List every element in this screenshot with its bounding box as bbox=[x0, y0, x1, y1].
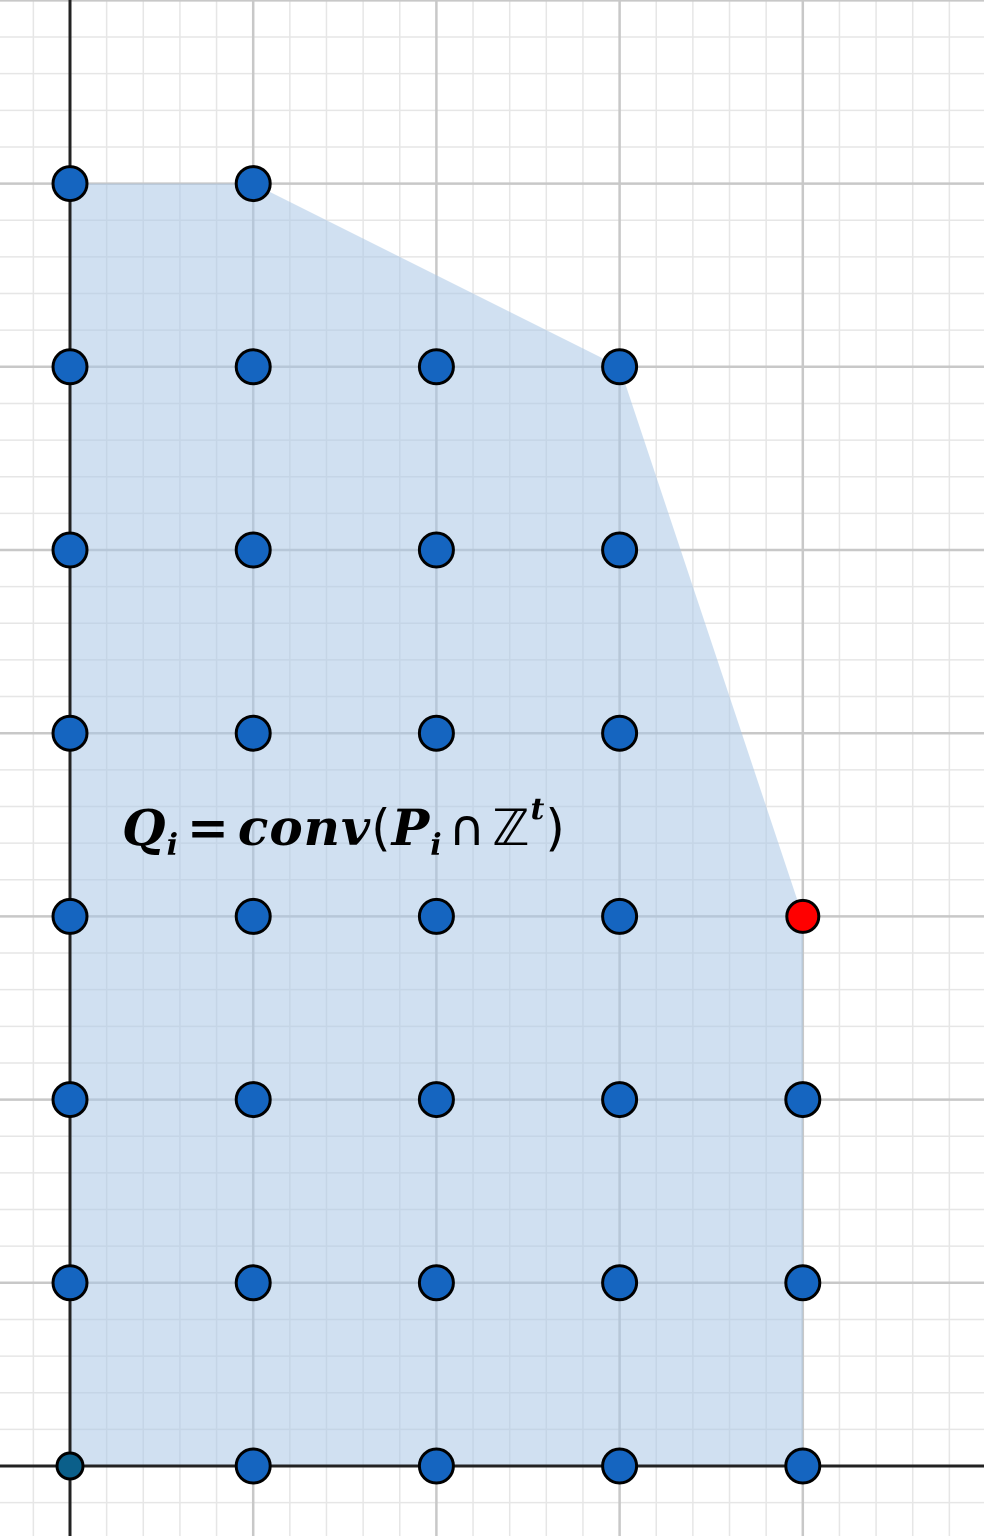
lattice-point bbox=[417, 1264, 455, 1302]
formula-conv: conv bbox=[237, 798, 372, 857]
lattice-point bbox=[417, 1081, 455, 1119]
lattice-point bbox=[601, 897, 639, 935]
lattice-point bbox=[417, 897, 455, 935]
lattice-point bbox=[51, 897, 89, 935]
lattice-point bbox=[234, 714, 272, 752]
formula-p: P bbox=[391, 798, 431, 857]
lattice-point bbox=[784, 1264, 822, 1302]
lattice-point bbox=[417, 531, 455, 569]
lattice-point bbox=[51, 165, 89, 203]
lattice-point bbox=[51, 348, 89, 386]
lattice-point bbox=[784, 1081, 822, 1119]
lattice-point bbox=[234, 531, 272, 569]
lattice-point bbox=[234, 348, 272, 386]
formula-rparen: ) bbox=[545, 799, 566, 857]
lattice-point bbox=[234, 897, 272, 935]
formula-q: Q bbox=[122, 798, 167, 857]
origin-point bbox=[55, 1451, 85, 1481]
lattice-point bbox=[601, 531, 639, 569]
lattice-point bbox=[784, 1447, 822, 1485]
lattice-point bbox=[417, 348, 455, 386]
lattice-points bbox=[51, 165, 822, 1485]
lattice-point bbox=[601, 1264, 639, 1302]
formula-equals: = bbox=[186, 798, 230, 857]
lattice-point bbox=[601, 714, 639, 752]
lattice-point bbox=[51, 1081, 89, 1119]
lattice-point bbox=[601, 1447, 639, 1485]
highlighted-point bbox=[785, 898, 821, 934]
formula-sub-i: i bbox=[166, 828, 179, 863]
formula-label: Qi=conv(Pi∩ℤt) bbox=[122, 792, 566, 863]
lattice-point bbox=[601, 348, 639, 386]
formula-integers: ℤ bbox=[492, 799, 531, 857]
formula-sup-t: t bbox=[530, 792, 546, 827]
lattice-point bbox=[417, 1447, 455, 1485]
lattice-point bbox=[51, 531, 89, 569]
lattice-point bbox=[51, 714, 89, 752]
formula-lparen: ( bbox=[371, 799, 392, 857]
formula-sub-i2: i bbox=[430, 828, 443, 863]
lattice-point bbox=[601, 1081, 639, 1119]
formula-cap: ∩ bbox=[448, 799, 487, 857]
lattice-point bbox=[234, 165, 272, 203]
lattice-point bbox=[234, 1264, 272, 1302]
lattice-point bbox=[234, 1081, 272, 1119]
lattice-point bbox=[417, 714, 455, 752]
lattice-point bbox=[51, 1264, 89, 1302]
convex-hull-region bbox=[70, 183, 803, 1467]
lattice-point bbox=[234, 1447, 272, 1485]
